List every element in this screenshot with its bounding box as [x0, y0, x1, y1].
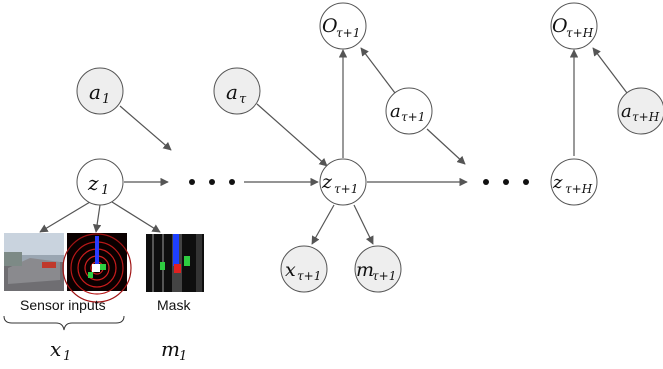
svg-text:a: a: [226, 80, 238, 104]
node-z1: z 1: [76, 158, 124, 206]
svg-text:τ+1: τ+1: [297, 269, 321, 283]
ellipsis-right: [483, 179, 529, 185]
svg-text:1: 1: [102, 92, 110, 107]
node-a-tau-plus-1: a τ+1: [385, 87, 433, 135]
edge-z1-to-sensor-lidar: [92, 204, 102, 233]
node-x-tau-plus-1: x τ+1: [280, 245, 328, 293]
svg-text:x: x: [50, 337, 61, 361]
edge-ztau1-to-xtau1: [311, 204, 335, 245]
svg-text:1: 1: [63, 349, 71, 364]
label-m1: m 1: [161, 337, 187, 364]
edge-z1-to-sensor-camera: [39, 201, 91, 233]
svg-text:1: 1: [101, 183, 109, 198]
sensor-lidar-image: [62, 233, 132, 303]
svg-text:τ+H: τ+H: [566, 26, 594, 40]
sensor-inputs-brace: [3, 315, 125, 331]
node-m-tau-plus-1: m τ+1: [354, 245, 402, 293]
svg-text:τ+1: τ+1: [401, 110, 425, 124]
label-x1: x 1: [50, 337, 71, 364]
svg-text:m: m: [356, 259, 374, 281]
svg-text:a: a: [621, 101, 632, 122]
svg-text:τ+H: τ+H: [632, 110, 660, 124]
svg-text:τ: τ: [239, 92, 247, 107]
svg-text:1: 1: [179, 349, 187, 364]
svg-text:z: z: [552, 172, 563, 193]
svg-text:x: x: [285, 259, 296, 281]
edge-atau-to-ztau1: [256, 103, 328, 167]
svg-text:τ+1: τ+1: [372, 269, 396, 283]
svg-text:m: m: [161, 337, 180, 361]
svg-text:O: O: [322, 15, 338, 37]
edge-a1-to-dots: [119, 105, 172, 151]
edge-ztau1-to-mtau1: [353, 204, 374, 245]
sensor-camera-image: [4, 233, 64, 291]
edge-atauH-to-OtauH: [592, 47, 628, 94]
edge-z1-to-mask: [111, 201, 161, 233]
svg-text:τ+1: τ+1: [334, 182, 358, 196]
node-z-tau-plus-1: z τ+1: [319, 158, 367, 206]
node-a-tau: a τ: [213, 67, 261, 115]
node-O-tau-plus-1: O τ+1: [319, 2, 367, 50]
svg-text:a: a: [89, 80, 101, 104]
ellipsis-left: [189, 179, 235, 185]
node-a1: a 1: [76, 67, 124, 115]
mask-image: [146, 234, 204, 292]
svg-text:a: a: [390, 101, 401, 122]
edge-atau1-to-dots: [426, 128, 466, 165]
svg-text:τ+1: τ+1: [336, 26, 360, 40]
svg-text:z: z: [87, 171, 99, 195]
edges: [39, 47, 628, 245]
svg-text:z: z: [321, 171, 333, 193]
sensor-inputs-caption: Sensor inputs: [20, 297, 106, 313]
edge-atau1-to-Otau1: [360, 47, 396, 94]
mask-caption: Mask: [157, 297, 191, 313]
node-a-tau-plus-H: a τ+H: [617, 87, 663, 135]
svg-text:τ+H: τ+H: [565, 182, 593, 196]
svg-text:O: O: [552, 15, 568, 37]
node-O-tau-plus-H: O τ+H: [550, 2, 598, 50]
node-z-tau-plus-H: z τ+H: [550, 158, 598, 206]
